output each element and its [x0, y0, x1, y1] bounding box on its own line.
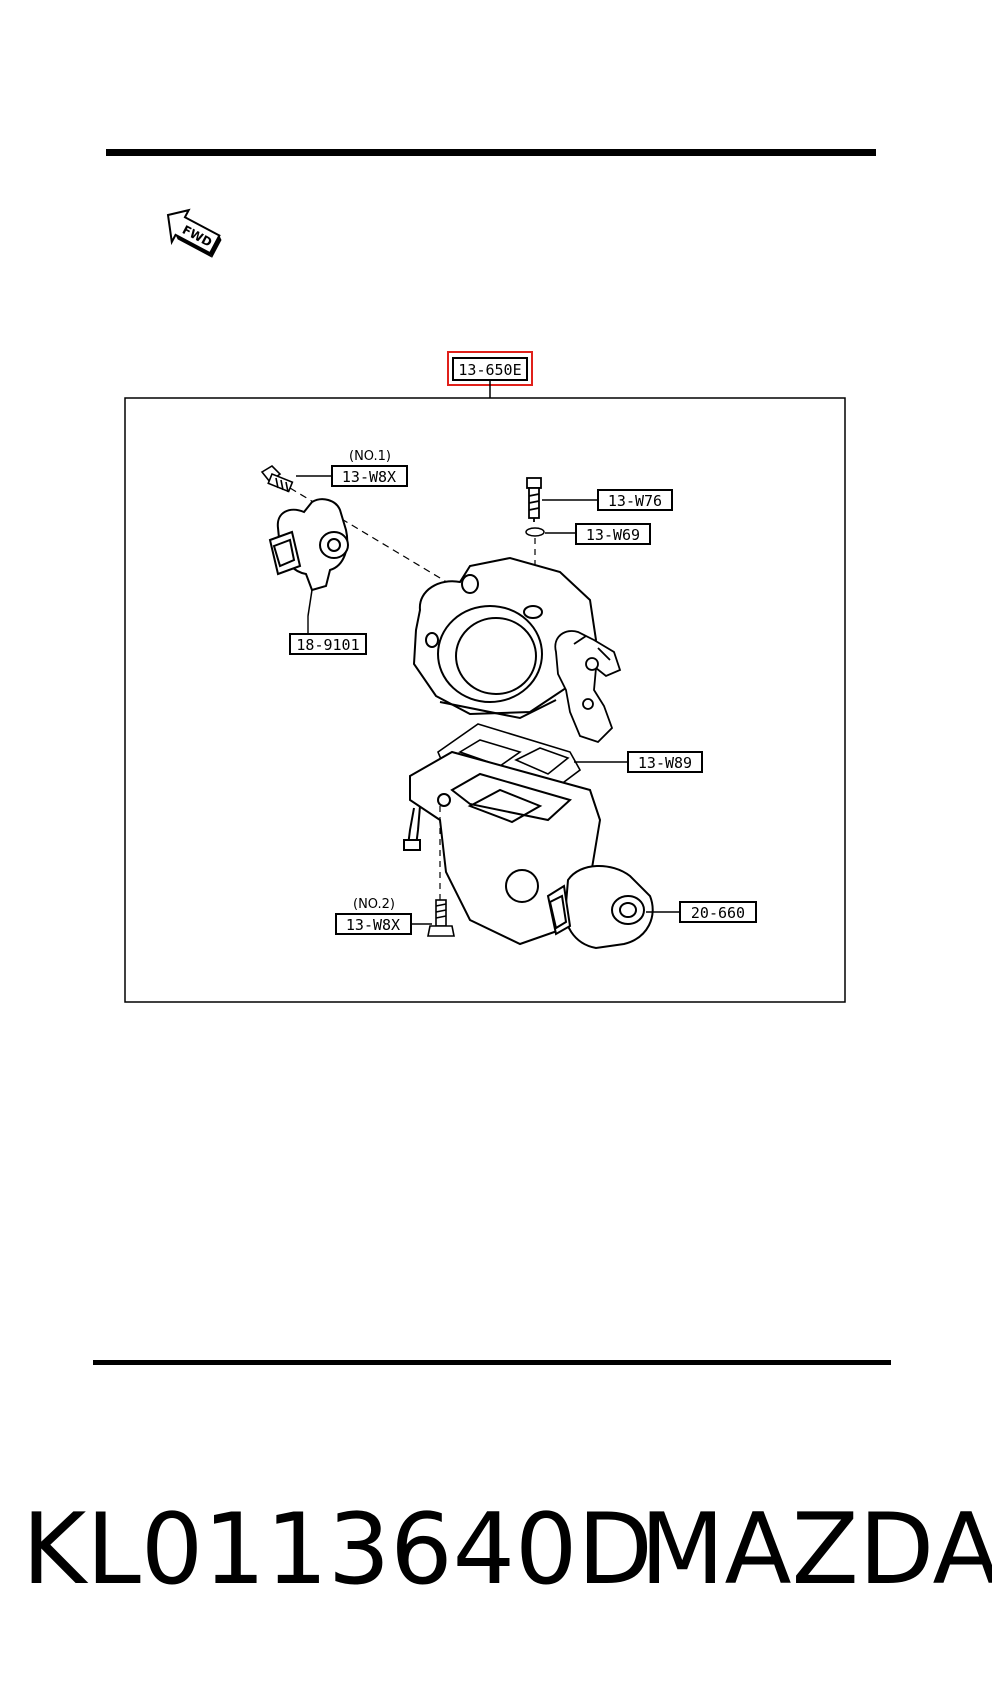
callout-o-ring[interactable]: 13-W69 [545, 523, 651, 545]
callout-sensor[interactable]: 18-9101 [289, 616, 367, 655]
diagram-frame [124, 397, 846, 1003]
bolt-no1-drawing [260, 464, 294, 493]
callout-screw-top[interactable]: 13-W76 [542, 489, 673, 511]
fwd-arrow-icon: FWD [166, 208, 222, 258]
sensor-code: 18-9101 [296, 636, 359, 654]
bolt-no2-code: 13-W8X [346, 916, 400, 934]
bottom-rule [93, 1360, 891, 1365]
gasket-code: 13-W89 [638, 754, 692, 772]
throttle-linkage-drawing [554, 630, 622, 744]
callout-idle-valve[interactable]: 20-660 [646, 901, 757, 923]
o-ring-drawing [525, 527, 545, 537]
throttle-sensor-drawing [268, 498, 349, 617]
throttle-body-drawing [412, 556, 598, 720]
idle-valve-drawing [546, 864, 654, 950]
part-number: KL0113640D [22, 1493, 653, 1607]
bolt-no1-code: 13-W8X [342, 468, 396, 486]
callout-bolt-no2[interactable]: (NO.2) 13-W8X [335, 897, 432, 935]
assembly-label-box [452, 357, 528, 381]
brand-name: MAZDA [640, 1493, 992, 1607]
bolt-no2-tag: (NO.2) [353, 897, 395, 912]
assembly-callout[interactable]: 13-650E [447, 351, 533, 398]
bolt-no1-tag: (NO.1) [349, 449, 391, 464]
o-ring-code: 13-W69 [586, 526, 640, 544]
callout-bolt-no1[interactable]: (NO.1) 13-W8X [296, 449, 408, 487]
assembly-code: 13-650E [458, 361, 521, 379]
idle-valve-code: 20-660 [691, 904, 745, 922]
footer: KL0113640D MAZDA [0, 1495, 992, 1605]
screw-top-drawing [526, 477, 542, 522]
screw-top-code: 13-W76 [608, 492, 662, 510]
bolt-no2-drawing [427, 899, 455, 937]
callout-gasket[interactable]: 13-W89 [574, 751, 703, 773]
top-rule [106, 149, 876, 156]
